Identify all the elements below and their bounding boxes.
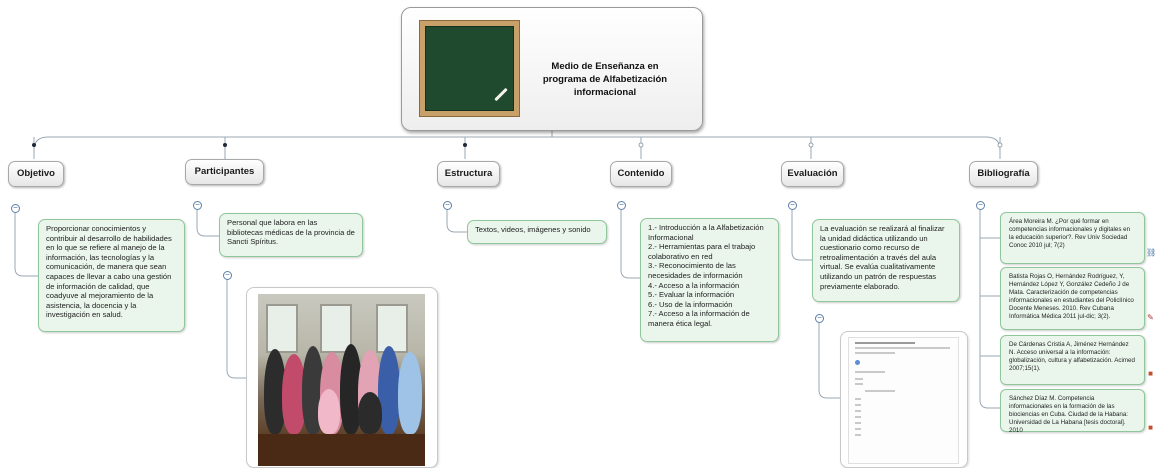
collapse-toggle-contenido[interactable]: − (617, 201, 626, 210)
bib-entry[interactable]: Batista Rojas O, Hernández Rodríguez, Y,… (1000, 267, 1145, 330)
contenido-item: 6.- Uso de la información (648, 299, 733, 309)
note-estructura[interactable]: Textos, videos, imágenes y sonido (467, 220, 607, 244)
central-title: Medio de Enseñanza en programa de Alfabe… (542, 61, 668, 98)
note-estructura-text: Textos, videos, imágenes y sonido (475, 225, 591, 234)
topic-evaluacion[interactable]: Evaluación (781, 161, 844, 187)
note-participantes[interactable]: Personal que labora en las bibliotecas m… (219, 213, 363, 257)
contenido-item: 4.- Acceso a la información (648, 280, 740, 290)
bib-entry[interactable]: De Cárdenas Cristia A, Jiménez Hernández… (1000, 335, 1145, 385)
topic-estructura[interactable]: Estructura (437, 161, 500, 187)
contenido-item: 7.- Acceso a la información de manera ét… (648, 309, 750, 328)
contenido-item: 5.- Evaluar la información (648, 290, 735, 300)
contenido-item: 1.- Introducción a la Alfabetización Inf… (648, 223, 764, 242)
collapse-toggle-participantes[interactable]: − (193, 201, 202, 210)
bib-entry[interactable]: Sánchez Díaz M. Competencia informaciona… (1000, 389, 1145, 434)
group-photo (258, 294, 425, 466)
collapse-toggle-objetivo[interactable]: − (11, 204, 20, 213)
attachment-icon[interactable]: ■ (1148, 369, 1153, 378)
link-icon[interactable]: ⛓ (1146, 248, 1156, 257)
note-evaluacion[interactable]: La evaluación se realizará al finalizar … (812, 219, 960, 302)
collapse-toggle-bibliografia[interactable]: − (976, 201, 985, 210)
topic-contenido[interactable]: Contenido (610, 161, 672, 187)
pencil-icon[interactable]: ✎ (1147, 313, 1154, 322)
note-contenido[interactable]: 1.- Introducción a la Alfabetización Inf… (640, 218, 779, 342)
contenido-item: 2.- Herramientas para el trabajo colabor… (648, 242, 756, 261)
collapse-toggle-participantes-note[interactable]: − (223, 271, 232, 280)
bib-entry[interactable]: Área Moreira M. ¿Por qué formar en compe… (1000, 212, 1145, 264)
screenshot-thumbnail (848, 337, 959, 464)
chalkboard-image (419, 20, 520, 117)
topic-participantes[interactable]: Participantes (185, 159, 264, 185)
attachment-icon[interactable]: ■ (1148, 423, 1153, 432)
note-objetivo-text: Proporcionar conocimientos y contribuir … (46, 224, 172, 320)
note-participantes-text: Personal que labora en las bibliotecas m… (227, 218, 355, 247)
note-evaluacion-text: La evaluación se realizará al finalizar … (820, 224, 945, 291)
note-objetivo[interactable]: Proporcionar conocimientos y contribuir … (38, 219, 185, 332)
collapse-toggle-evaluacion[interactable]: − (788, 201, 797, 210)
evaluation-image-frame[interactable] (840, 331, 968, 468)
participants-image-frame[interactable] (246, 287, 438, 468)
topic-bibliografia[interactable]: Bibliografía (969, 161, 1038, 187)
central-topic[interactable]: Medio de Enseñanza en programa de Alfabe… (401, 7, 703, 131)
topic-objetivo[interactable]: Objetivo (8, 161, 64, 187)
collapse-toggle-estructura[interactable]: − (443, 201, 452, 210)
collapse-toggle-evaluacion-note[interactable]: − (815, 314, 824, 323)
contenido-item: 3.- Reconocimiento de las necesidades de… (648, 261, 743, 280)
